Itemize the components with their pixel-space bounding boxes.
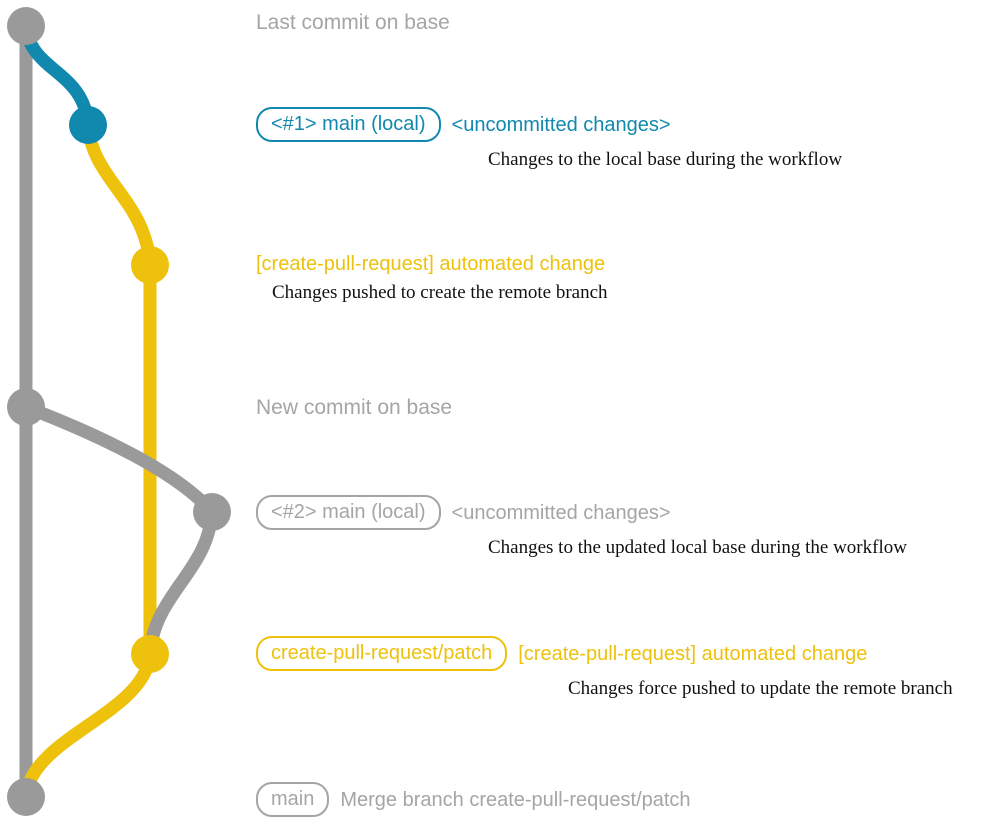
commit-subject-local-2: <uncommitted changes> [451,501,671,524]
commit-description-patch-1: Changes pushed to create the remote bran… [272,282,608,303]
commit-subject-local-1: <uncommitted changes> [451,113,671,136]
patch-merge-line [19,647,157,804]
row-local-commit-1: <#1> main (local) <uncommitted changes> C… [256,107,842,171]
commit-node-base-head [7,7,45,45]
branch-pill-create-pull-request-patch[interactable]: create-pull-request/patch [256,636,508,671]
branch-pill-main[interactable]: main [256,782,330,817]
commit-description-local-2: Changes to the updated local base during… [488,537,907,558]
heading-last-commit-on-base: Last commit on base [256,11,450,34]
commit-node-local-1 [69,106,107,144]
commit-node-patch-1 [131,246,169,284]
commit-node-local-2 [193,493,231,531]
row-patch-commit-1: [create-pull-request] automated change C… [256,253,608,304]
row-new-commit-on-base: New commit on base [256,396,452,420]
local-branch-line-2 [19,400,219,519]
row-merge-commit: main Merge branch create-pull-request/pat… [256,782,691,817]
git-commit-graph [7,7,231,816]
commit-subject-patch-1: [create-pull-request] automated change [256,253,606,275]
commit-description-patch-2: Changes force pushed to update the remot… [568,678,953,699]
row-patch-commit-2: create-pull-request/patch [create-pull-re… [256,636,953,700]
row-local-commit-2: <#2> main (local) <uncommitted changes> C… [256,495,907,559]
commit-node-patch-2 [131,635,169,673]
branch-pill-main-local-1[interactable]: <#1> main (local) [256,107,441,142]
heading-new-commit-on-base: New commit on base [256,396,453,419]
patch-branch-line-1 [81,118,157,661]
local2-to-patch-line [143,505,219,661]
row-last-commit-on-base: Last commit on base [256,11,450,35]
commit-description-local-1: Changes to the local base during the wor… [488,149,843,170]
commit-subject-patch-2: [create-pull-request] automated change [518,642,868,665]
commit-subject-merge: Merge branch create-pull-request/patch [340,788,691,811]
commit-node-merge [7,778,45,816]
branch-pill-main-local-2[interactable]: <#2> main (local) [256,495,441,530]
commit-node-base-new [7,388,45,426]
